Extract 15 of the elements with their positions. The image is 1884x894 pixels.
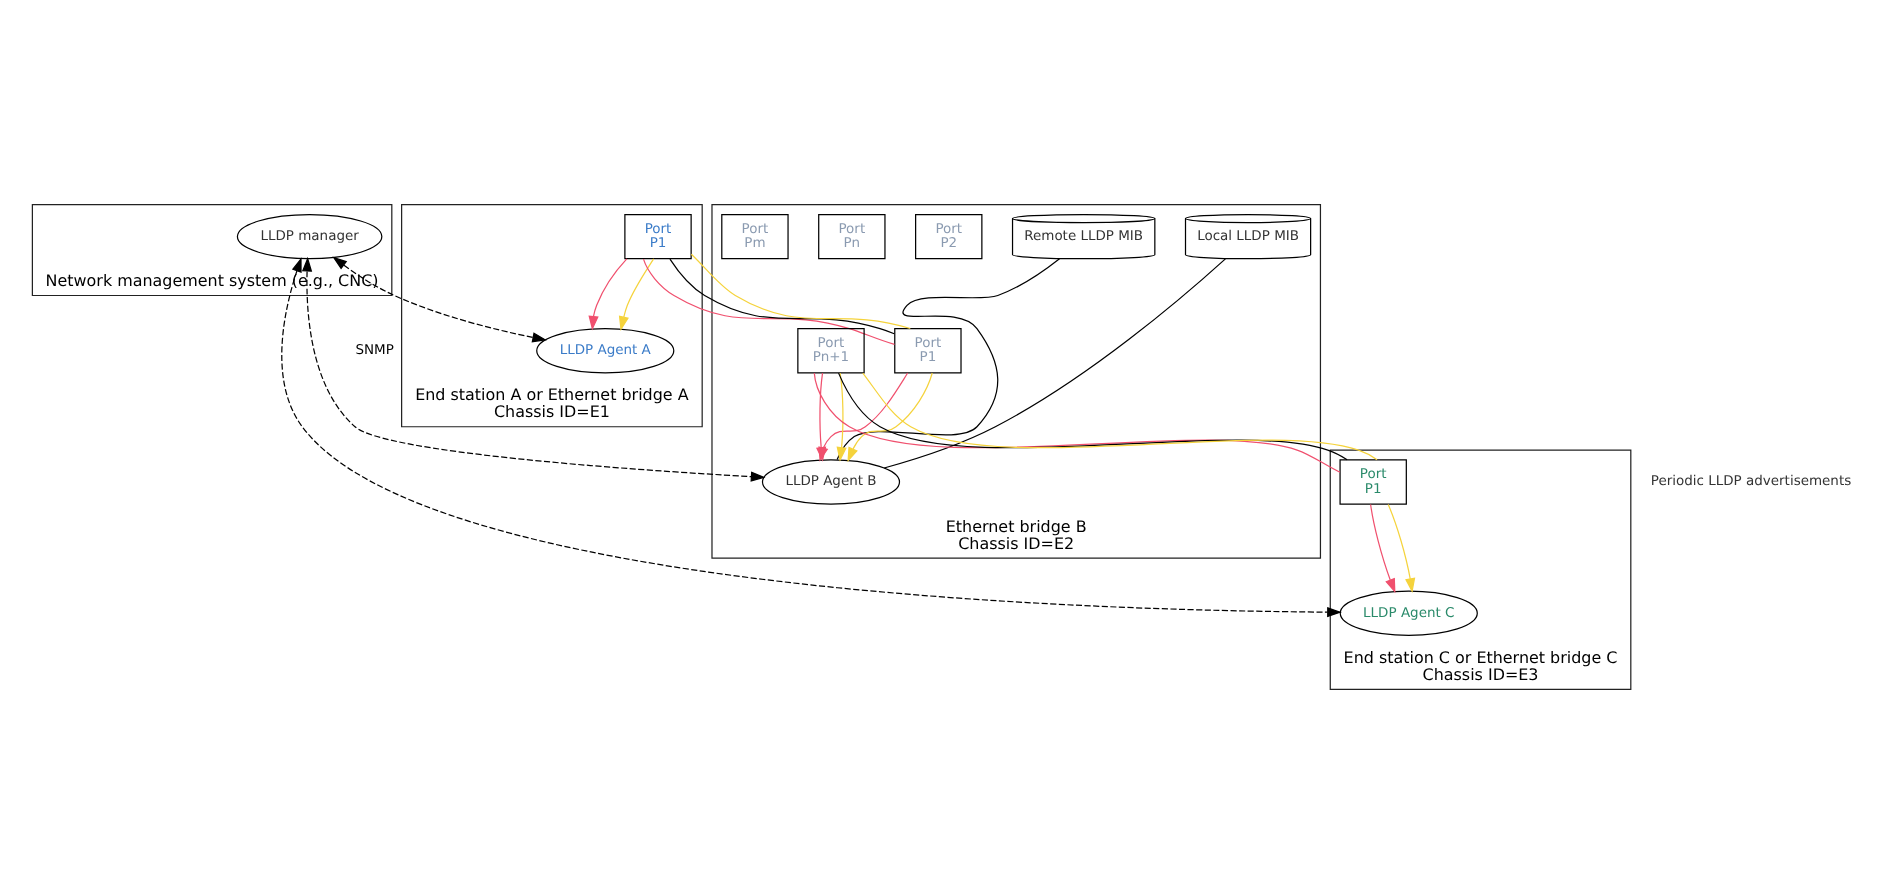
arrow (618, 258, 655, 331)
connector (813, 372, 1341, 473)
arrow (332, 256, 547, 343)
arrow (301, 256, 766, 482)
connector (883, 258, 1227, 469)
arrow (281, 257, 1342, 618)
arrow (847, 372, 933, 463)
arrow (588, 258, 628, 331)
arrow (836, 372, 847, 462)
arrow (1370, 503, 1396, 594)
arrow (1387, 503, 1416, 593)
connector (836, 258, 1061, 461)
connector (642, 258, 896, 346)
connector (669, 258, 895, 335)
connector (690, 253, 911, 330)
